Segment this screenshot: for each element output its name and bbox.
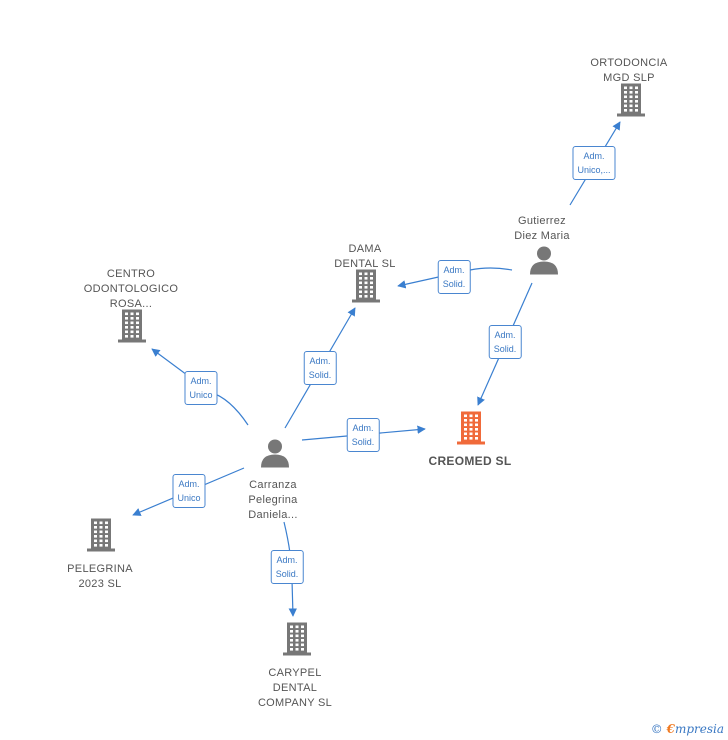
node-label-line: CREOMED SL xyxy=(428,454,512,468)
node-label-line: Pelegrina xyxy=(248,494,298,506)
person-icon[interactable] xyxy=(529,245,559,280)
node-label-line: 2023 SL xyxy=(78,578,122,590)
company-name-creomed[interactable]: CREOMED SL xyxy=(428,454,511,469)
role-badge-line: Unico xyxy=(189,390,213,400)
role-badge-line: Solid. xyxy=(442,279,466,289)
role-badge-e7: Adm. Unico xyxy=(172,474,206,508)
person-icon[interactable] xyxy=(260,438,290,473)
empresia-logo-text: mpresia xyxy=(674,722,724,736)
company-name-centro[interactable]: CENTRO ODONTOLOGICO ROSA... xyxy=(84,267,178,312)
role-badge-line: Adm. xyxy=(178,479,200,489)
role-badge-line: Solid. xyxy=(351,437,375,447)
role-badge-line: Adm. xyxy=(352,423,374,433)
node-label-line: MGD SLP xyxy=(603,72,655,84)
role-badge-e1: Adm. Unico,... xyxy=(572,146,616,180)
role-badge-line: Solid. xyxy=(493,344,517,354)
role-badge-line: Solid. xyxy=(308,370,332,380)
company-name-ortodoncia[interactable]: ORTODONCIA MGD SLP xyxy=(590,56,667,86)
node-label-line: DENTAL xyxy=(272,682,318,694)
node-label-line: Daniela... xyxy=(248,509,298,521)
role-badge-e5: Adm. Solid. xyxy=(303,351,337,385)
node-label-line: DAMA xyxy=(348,243,382,255)
role-badge-e6: Adm. Solid. xyxy=(346,418,380,452)
role-badge-line: Unico,... xyxy=(577,165,611,175)
empresia-logo-e: € xyxy=(666,722,675,736)
focus-company-building-icon[interactable] xyxy=(455,410,487,451)
node-label-line: Carranza xyxy=(249,479,297,491)
role-badge-line: Solid. xyxy=(275,569,299,579)
node-label-line: CENTRO xyxy=(106,268,156,280)
company-name-dama[interactable]: DAMA DENTAL SL xyxy=(334,242,395,272)
node-label-line: PELEGRINA xyxy=(67,563,133,575)
role-badge-line: Unico xyxy=(177,493,201,503)
company-building-icon[interactable] xyxy=(116,308,148,349)
role-badge-line: Adm. xyxy=(276,555,298,565)
node-label-line: ROSA... xyxy=(109,298,153,310)
node-label-line: COMPANY SL xyxy=(257,697,333,709)
role-badge-e4: Adm. Unico xyxy=(184,371,218,405)
company-building-icon[interactable] xyxy=(615,82,647,123)
company-name-carypel[interactable]: CARYPEL DENTAL COMPANY SL xyxy=(258,666,332,711)
company-name-pelegrina[interactable]: PELEGRINA 2023 SL xyxy=(67,562,133,592)
node-label-line: DENTAL SL xyxy=(334,258,396,270)
role-badge-line: Adm. xyxy=(443,265,465,275)
company-building-icon[interactable] xyxy=(350,268,382,309)
role-badge-line: Adm. xyxy=(190,376,212,386)
node-label-line: Diez Maria xyxy=(514,230,570,242)
node-label-line: ORTODONCIA xyxy=(590,57,668,69)
role-badge-e3: Adm. Solid. xyxy=(488,325,522,359)
company-building-icon[interactable] xyxy=(281,621,313,662)
role-badge-e2: Adm. Solid. xyxy=(437,260,471,294)
role-badge-e8: Adm. Solid. xyxy=(270,550,304,584)
role-badge-line: Adm. xyxy=(583,151,605,161)
role-badge-line: Adm. xyxy=(309,356,331,366)
company-building-icon[interactable] xyxy=(85,517,117,558)
empresia-brand[interactable]: © €mpresia xyxy=(651,722,724,736)
node-label-line: Gutierrez xyxy=(518,215,566,227)
node-label-line: CARYPEL xyxy=(268,667,322,679)
role-badge-line: Adm. xyxy=(494,330,516,340)
copyright-icon: © xyxy=(650,722,663,736)
node-label-line: ODONTOLOGICO xyxy=(83,283,179,295)
